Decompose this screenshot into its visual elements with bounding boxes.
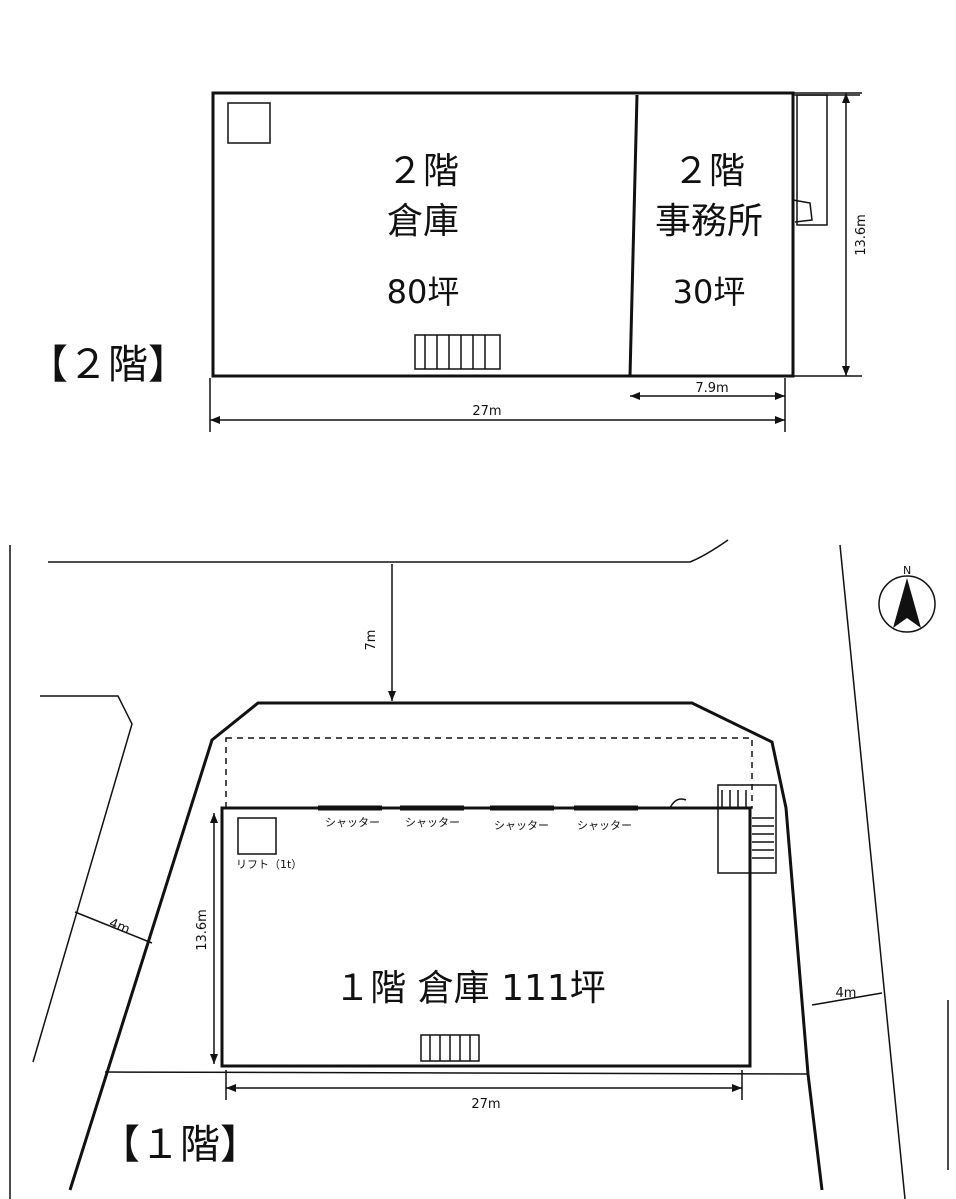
floor2-section-label: 【２階】 bbox=[28, 342, 188, 388]
floor1-section-label: 【１階】 bbox=[100, 1122, 260, 1168]
floor1-shutter-3: シャッター bbox=[494, 819, 549, 832]
road-top-edge bbox=[48, 539, 729, 563]
site-boundary bbox=[68, 701, 824, 1191]
road-right-edge-a bbox=[839, 544, 906, 1199]
floor2-office-name: 事務所 bbox=[655, 201, 763, 242]
north-compass-icon: N bbox=[878, 564, 936, 633]
floor1-lift-label: リフト（1t） bbox=[236, 858, 302, 871]
floor2-plan: ２階 倉庫 80坪 ２階 事務所 30坪 27m 7.9m 13.6m 【２階】 bbox=[28, 91, 869, 432]
floor1-outline bbox=[220, 806, 752, 1068]
floor1-lift-box bbox=[237, 817, 277, 855]
floor1-depth-label: 13.6m bbox=[195, 909, 210, 951]
floor2-office-partition bbox=[628, 94, 639, 377]
floor2-exterior-stair bbox=[792, 94, 860, 226]
floor2-warehouse-area: 80坪 bbox=[387, 273, 460, 311]
floor2-width-dimension bbox=[209, 378, 786, 432]
floor2-outline bbox=[211, 91, 795, 378]
floor2-office-width-label: 7.9m bbox=[695, 381, 728, 396]
floor1-right-road-dimension bbox=[811, 992, 883, 1006]
floor2-lift-box bbox=[227, 102, 271, 144]
floor1-width-dimension bbox=[225, 1070, 743, 1100]
floor1-front-dimension bbox=[388, 564, 396, 701]
floor1-width-label: 27m bbox=[471, 1097, 500, 1112]
floor2-office-dimension bbox=[630, 392, 785, 400]
road-bottom-edge bbox=[104, 1071, 809, 1075]
floor2-office-area: 30坪 bbox=[673, 273, 746, 311]
floor1-exterior-stairs bbox=[669, 784, 777, 874]
floor1-plan: リフト（1t） シャッター シャッター シャッター シャッター bbox=[9, 539, 949, 1199]
floor2-width-label: 27m bbox=[472, 404, 501, 419]
floor1-left-road-dimension bbox=[74, 911, 153, 944]
floor1-right-road-label: 4m bbox=[836, 986, 857, 1001]
floor2-warehouse-floor: ２階 bbox=[387, 151, 459, 192]
compass-north-label: N bbox=[903, 564, 911, 577]
floor2-depth-label: 13.6m bbox=[854, 214, 869, 256]
floor1-shutter-2: シャッター bbox=[405, 816, 460, 829]
floor2-office-floor: ２階 bbox=[673, 151, 745, 192]
floor2-depth-dimension bbox=[793, 92, 862, 377]
floor1-shutter-1: シャッター bbox=[325, 816, 380, 829]
floor1-front-label: 7m bbox=[364, 630, 379, 651]
floor1-stairs bbox=[420, 1034, 480, 1062]
floor1-shutter-4: シャッター bbox=[577, 819, 632, 832]
floor2-warehouse-name: 倉庫 bbox=[387, 201, 459, 242]
road-left-strip bbox=[32, 695, 133, 1063]
floor1-canopy-dashed bbox=[225, 737, 753, 809]
floor1-left-road-label: 4m bbox=[107, 916, 132, 938]
floor1-depth-dimension bbox=[210, 813, 218, 1064]
floor1-main-label: １階 倉庫 111坪 bbox=[334, 968, 606, 1009]
floor2-stairs bbox=[414, 334, 501, 370]
